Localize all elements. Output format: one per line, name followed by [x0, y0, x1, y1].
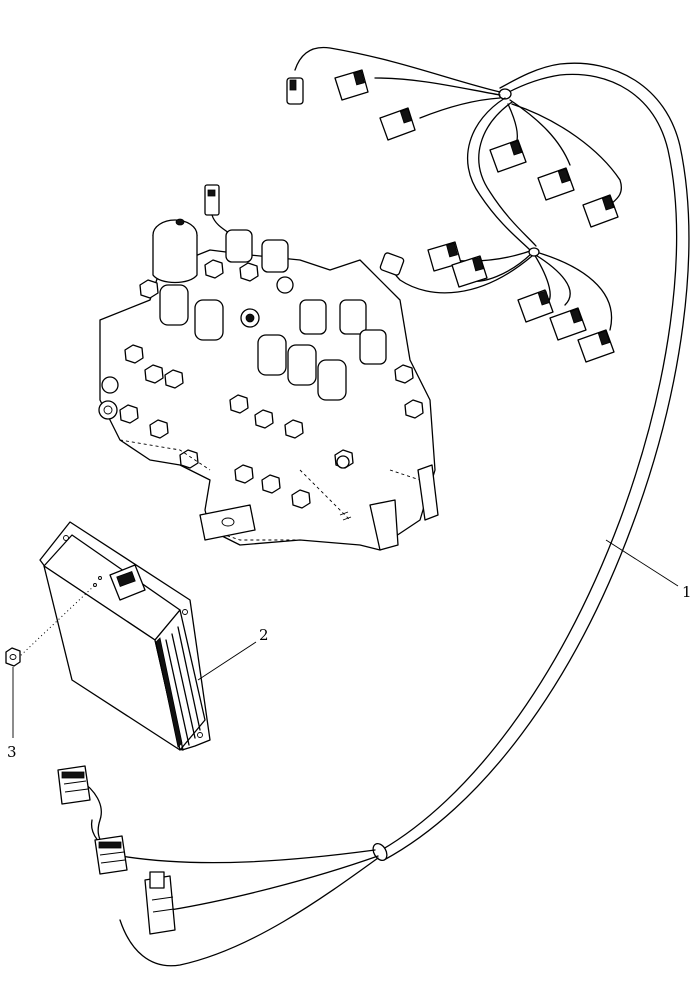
harness-connector[interactable] [489, 139, 527, 173]
controller-module[interactable] [39, 521, 211, 751]
harness-connector[interactable] [57, 765, 91, 805]
harness-connector[interactable] [549, 307, 587, 341]
harness-connector[interactable] [379, 252, 405, 276]
callout-label-2: 2 [259, 626, 269, 644]
callout-2: 2 [197, 626, 269, 681]
callout-label-3: 3 [7, 743, 17, 761]
harness-connector[interactable] [537, 167, 575, 201]
harness-connector[interactable] [577, 329, 615, 363]
harness-connector[interactable] [144, 871, 176, 935]
callout-label-1: 1 [682, 583, 692, 601]
harness-connector[interactable] [517, 289, 554, 323]
harness-connector[interactable] [286, 77, 304, 105]
harness-connector[interactable] [379, 107, 416, 141]
callout-1: 1 [605, 539, 692, 601]
control-valve-assembly [98, 184, 439, 551]
harness-connector[interactable] [334, 69, 369, 101]
hex-nut[interactable] [5, 647, 21, 667]
harness-connector[interactable] [94, 835, 128, 875]
callout-3: 3 [7, 667, 17, 761]
harness-connector[interactable] [451, 255, 488, 288]
harness-connector[interactable] [582, 194, 619, 228]
wire-harness[interactable] [57, 46, 690, 967]
harness-connector[interactable] [427, 241, 462, 272]
